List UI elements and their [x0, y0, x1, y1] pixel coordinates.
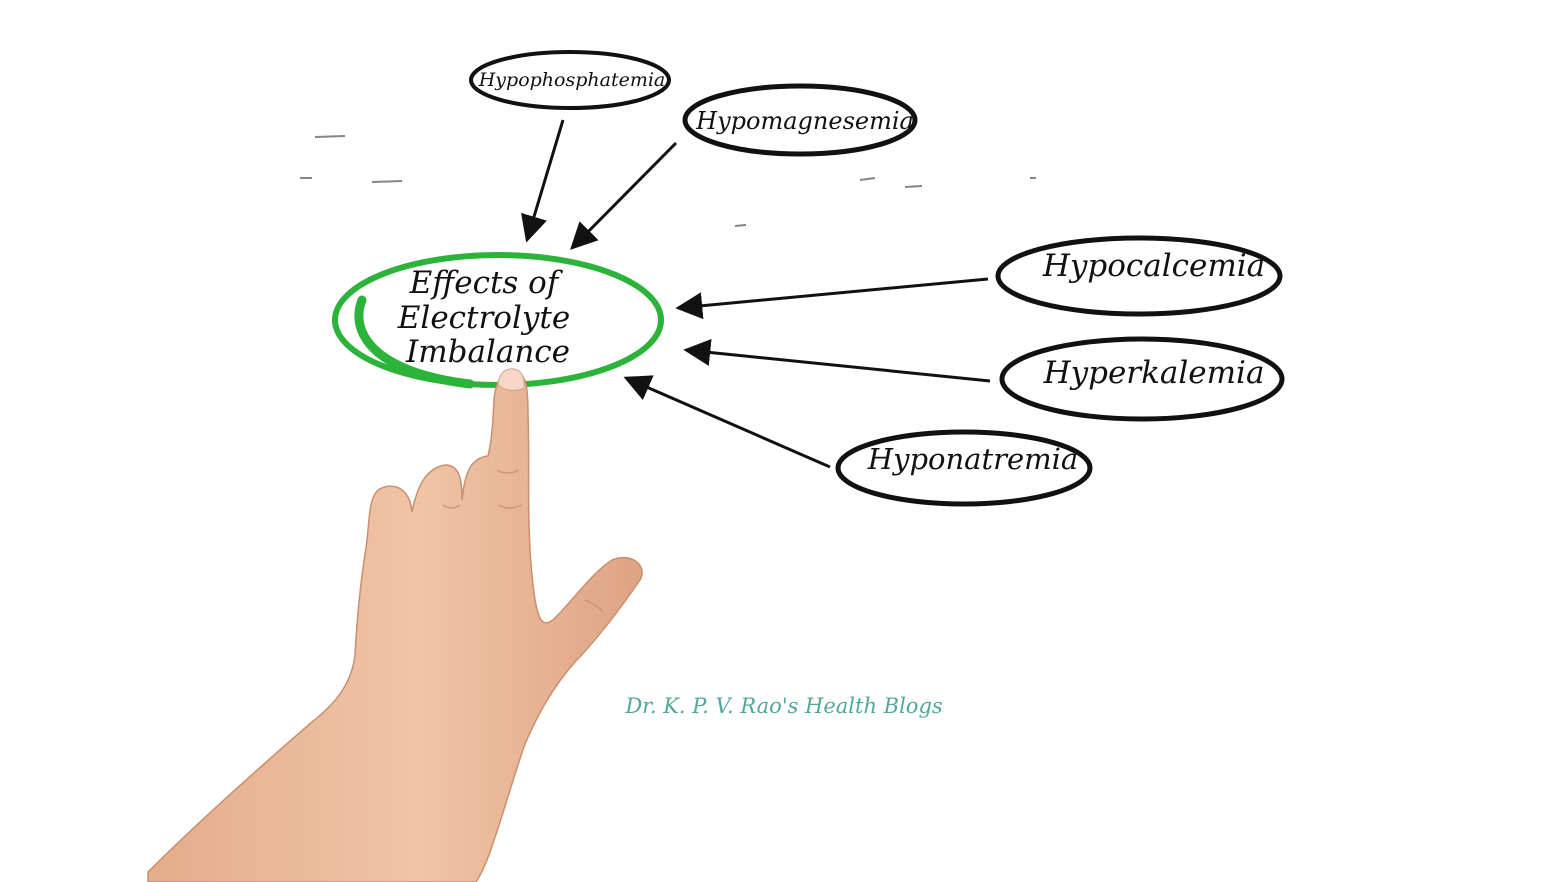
center-node: Effects of Electrolyte Imbalance	[332, 252, 664, 389]
node-hyponatremia-label: Hyponatremia	[867, 442, 1078, 476]
arrow-hypophosphatemia	[521, 119, 565, 243]
arrow-hyperkalemia	[683, 339, 991, 383]
pointing-hand-image	[147, 368, 643, 882]
arrow-hyponatremia	[623, 375, 831, 469]
center-title-line-3: Imbalance	[405, 334, 570, 370]
node-hypocalcemia: Hypocalcemia	[995, 235, 1283, 317]
arrow-hypomagnesemia	[570, 141, 678, 250]
center-ring-stroke	[354, 295, 475, 389]
watermark-text: Dr. K. P. V. Rao's Health Blogs	[624, 694, 943, 718]
node-hypomagnesemia: Hypomagnesemia	[682, 83, 918, 157]
node-hyperkalemia: Hyperkalemia	[999, 336, 1285, 422]
arrow-hypocalcemia	[675, 277, 989, 320]
center-title-line-1: Effects of	[409, 265, 564, 301]
node-hypophosphatemia-label: Hypophosphatemia	[478, 69, 666, 91]
node-hyperkalemia-label: Hyperkalemia	[1043, 355, 1265, 391]
node-hypomagnesemia-label: Hypomagnesemia	[695, 107, 914, 135]
arrows	[521, 119, 991, 469]
center-title-line-2: Electrolyte	[397, 300, 570, 336]
node-hypophosphatemia: Hypophosphatemia	[469, 50, 671, 110]
node-hypocalcemia-label: Hypocalcemia	[1042, 248, 1265, 284]
node-hyponatremia: Hyponatremia	[835, 429, 1093, 507]
background-smudges	[300, 135, 1036, 227]
